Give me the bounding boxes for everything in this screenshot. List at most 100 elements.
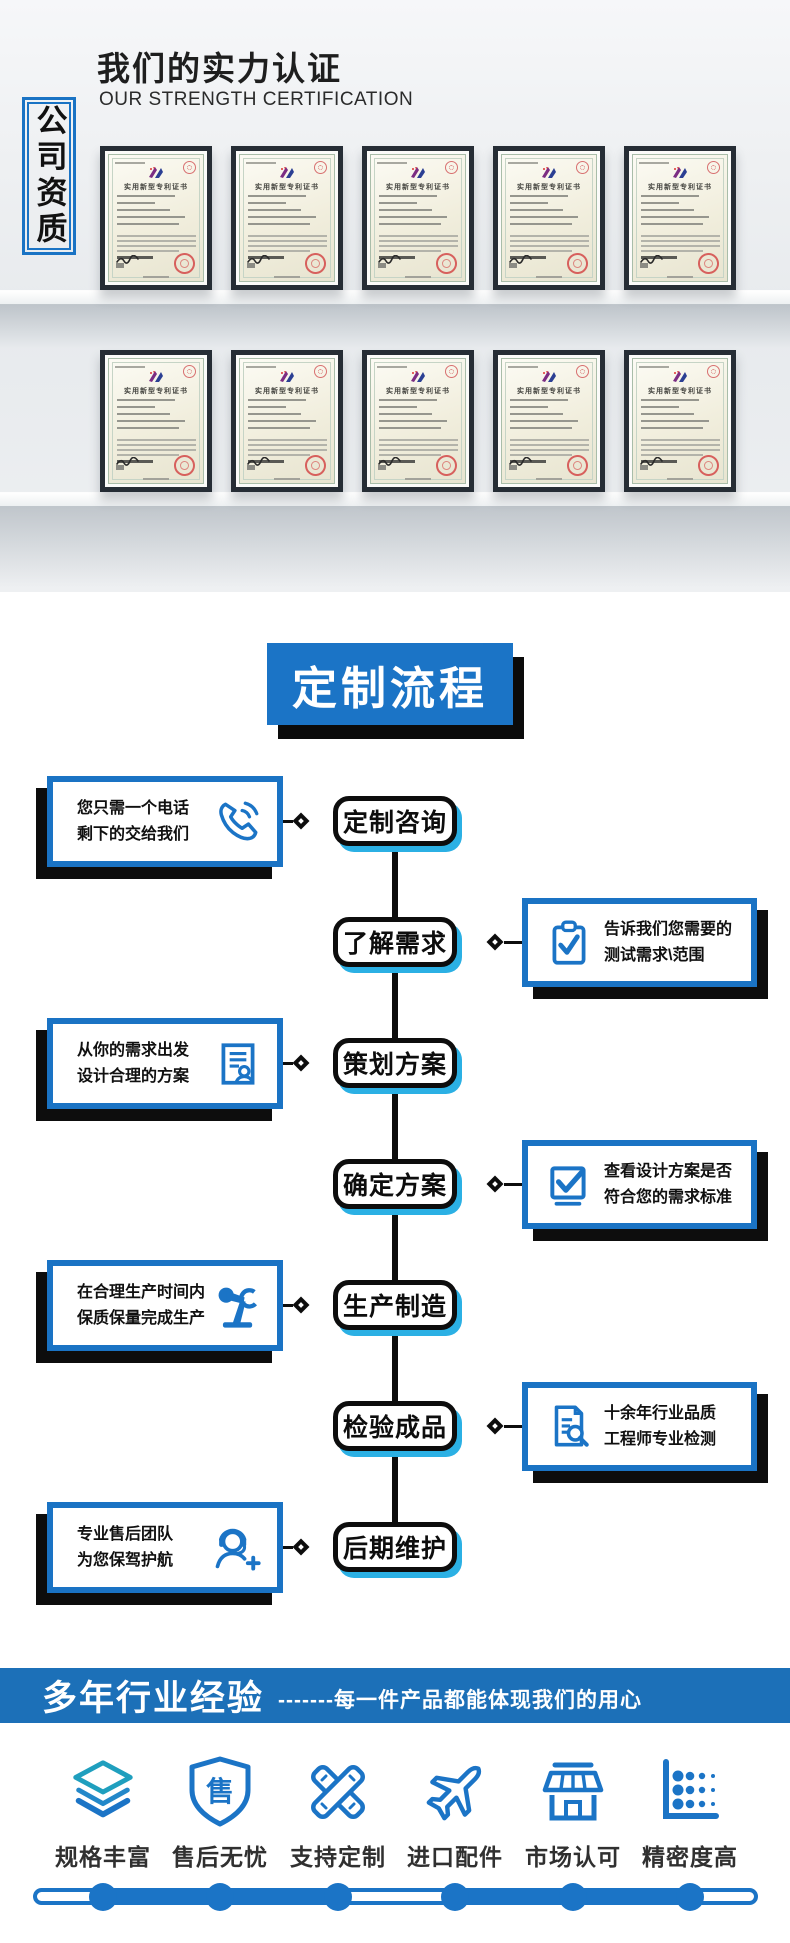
certificate-stamp-icon bbox=[172, 453, 197, 478]
certificate-bold-line bbox=[641, 460, 677, 463]
certificate-signature-icon bbox=[640, 252, 664, 270]
timeline-dot bbox=[324, 1883, 352, 1911]
document-search-icon bbox=[544, 1402, 594, 1452]
certification-section: 我们的实力认证 OUR STRENGTH CERTIFICATION 公司资质 … bbox=[0, 0, 790, 592]
certificate-title: 实用新型专利证书 bbox=[648, 184, 712, 191]
step-pill: 了解需求 bbox=[333, 917, 457, 967]
certificate-frame: 实用新型专利证书 bbox=[362, 350, 474, 492]
certificate-title: 实用新型专利证书 bbox=[517, 388, 581, 395]
certificate-stamp-icon bbox=[303, 251, 328, 276]
certificate-bold-line bbox=[248, 256, 284, 259]
timeline-dot bbox=[559, 1883, 587, 1911]
certificate-mat: 实用新型专利证书 bbox=[367, 355, 469, 487]
connector-line bbox=[504, 941, 522, 944]
certificate-paper: 实用新型专利证书 bbox=[239, 154, 335, 282]
certificate-seal-icon bbox=[707, 161, 720, 174]
clipboard-check-icon bbox=[544, 918, 594, 968]
certificate-bold-line bbox=[248, 460, 284, 463]
feature-label: 支持定制 bbox=[290, 1844, 386, 1870]
note-text: 从你的需求出发设计合理的方案 bbox=[77, 1041, 190, 1085]
certificate-stamp-icon bbox=[434, 251, 459, 276]
certificate-signature-icon bbox=[247, 252, 271, 270]
certificate-seal-icon bbox=[445, 161, 458, 174]
step-note-box: 在合理生产时间内保质保量完成生产 bbox=[47, 1260, 283, 1351]
step-pill: 生产制造 bbox=[333, 1280, 457, 1330]
certificate-mat: 实用新型专利证书 bbox=[236, 151, 338, 285]
certificate-serial-line bbox=[246, 162, 276, 164]
feature-label: 进口配件 bbox=[407, 1844, 503, 1870]
patent-logo-icon bbox=[147, 370, 165, 388]
certificate-title: 实用新型专利证书 bbox=[124, 388, 188, 395]
certificate-title: 实用新型专利证书 bbox=[386, 388, 450, 395]
process-banner: 定制流程 bbox=[267, 643, 513, 725]
step-note-box: 查看设计方案是否符合您的需求标准 bbox=[522, 1140, 757, 1229]
connector-diamond-icon bbox=[292, 1054, 310, 1072]
experience-subtitle: -------每一件产品都能体现我们的用心 bbox=[278, 1688, 642, 1712]
certificate-mat: 实用新型专利证书 bbox=[105, 151, 207, 285]
certificate-signature-label bbox=[378, 263, 386, 268]
document-user-icon bbox=[213, 1039, 263, 1089]
certificate-signature-icon bbox=[378, 454, 402, 472]
patent-logo-icon bbox=[409, 370, 427, 388]
patent-logo-icon bbox=[409, 166, 427, 184]
certificate-signature-label bbox=[247, 263, 255, 268]
certificate-paper: 实用新型专利证书 bbox=[501, 154, 597, 282]
step-pill: 后期维护 bbox=[333, 1522, 457, 1572]
certificate-frame: 实用新型专利证书 bbox=[100, 350, 212, 492]
certificate-signature-label bbox=[509, 263, 517, 268]
certificate-bold-line bbox=[379, 460, 415, 463]
robot-arm-icon bbox=[211, 1280, 263, 1332]
certificate-bold-line bbox=[117, 460, 153, 463]
certificate-seal-icon bbox=[183, 365, 196, 378]
certificate-stamp-icon bbox=[565, 453, 590, 478]
certificate-signature-icon bbox=[116, 252, 140, 270]
certificate-footer-line bbox=[667, 478, 693, 480]
timeline-dot bbox=[206, 1883, 234, 1911]
certificate-title: 实用新型专利证书 bbox=[255, 388, 319, 395]
airplane-icon bbox=[415, 1752, 495, 1832]
rulers-icon bbox=[298, 1752, 378, 1832]
certificate-serial-line bbox=[246, 366, 276, 368]
certificate-paper: 实用新型专利证书 bbox=[108, 358, 204, 484]
certificate-frame: 实用新型专利证书 bbox=[231, 350, 343, 492]
certificate-paper: 实用新型专利证书 bbox=[632, 154, 728, 282]
certificate-serial-line bbox=[377, 366, 407, 368]
feature-label: 售后无忧 bbox=[172, 1844, 268, 1870]
step-pill: 确定方案 bbox=[333, 1159, 457, 1209]
certificate-seal-icon bbox=[576, 365, 589, 378]
step-pill: 检验成品 bbox=[333, 1401, 457, 1451]
phone-icon bbox=[213, 797, 263, 847]
connector-line bbox=[273, 1304, 293, 1307]
connector-diamond-icon bbox=[292, 812, 310, 830]
certificate-bold-line bbox=[379, 256, 415, 259]
connector-line bbox=[273, 820, 293, 823]
connector-line bbox=[504, 1425, 522, 1428]
side-label-text: 公司资质 bbox=[27, 102, 71, 250]
certificate-paper: 实用新型专利证书 bbox=[370, 358, 466, 484]
step-pill: 定制咨询 bbox=[333, 796, 457, 846]
support-icon bbox=[211, 1522, 263, 1574]
certificate-title: 实用新型专利证书 bbox=[255, 184, 319, 191]
certificate-stamp-icon bbox=[696, 453, 721, 478]
certificate-signature-icon bbox=[247, 454, 271, 472]
certificate-seal-icon bbox=[707, 365, 720, 378]
certificate-footer-line bbox=[143, 478, 169, 480]
feature-label: 规格丰富 bbox=[55, 1844, 151, 1870]
certificate-paper: 实用新型专利证书 bbox=[632, 358, 728, 484]
shelf-bottom bbox=[0, 492, 790, 507]
certificate-title: 实用新型专利证书 bbox=[517, 184, 581, 191]
feature-label: 精密度高 bbox=[642, 1844, 738, 1870]
shield-icon: 售 bbox=[180, 1752, 260, 1832]
certificate-stamp-icon bbox=[434, 453, 459, 478]
certificate-signature-label bbox=[378, 465, 386, 470]
step-note-box: 十余年行业品质工程师专业检测 bbox=[522, 1382, 757, 1471]
certificate-footer-line bbox=[667, 276, 693, 278]
certificate-footer-line bbox=[274, 478, 300, 480]
section-title: 我们的实力认证 bbox=[97, 50, 342, 87]
certificate-footer-line bbox=[274, 276, 300, 278]
certificate-frame: 实用新型专利证书 bbox=[231, 146, 343, 290]
layers-icon bbox=[63, 1752, 143, 1832]
feature-label: 市场认可 bbox=[525, 1844, 621, 1870]
certificate-title: 实用新型专利证书 bbox=[124, 184, 188, 191]
certificate-signature-icon bbox=[640, 454, 664, 472]
